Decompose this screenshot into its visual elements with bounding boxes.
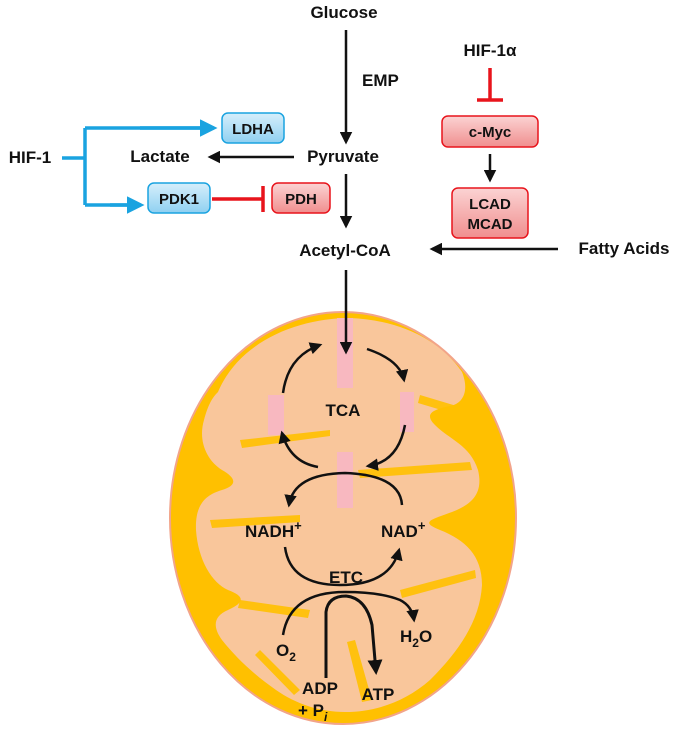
tca-arc-lower-right: [365, 424, 407, 471]
lactate-label: Lactate: [130, 147, 190, 166]
cmyc-box: [441, 115, 539, 148]
hif1-branch-lines: [62, 126, 212, 207]
hif1-label: HIF-1: [9, 148, 52, 167]
pdk1-label: PDK1: [159, 191, 199, 208]
fatty-acids-label: Fatty Acids: [578, 239, 669, 258]
h2o-label: H2O: [400, 627, 432, 650]
glucose-label: Glucose: [310, 3, 377, 22]
tca-right-bar: [400, 392, 414, 432]
crista-6: [347, 640, 372, 702]
nad-label: NAD+: [381, 518, 426, 541]
lcad-label: LCAD: [469, 196, 511, 213]
lcad-mcad-box: [451, 187, 529, 239]
adp-to-atp-arrow: [324, 594, 383, 678]
ldha-box: [221, 112, 285, 144]
o2-to-h2o-arrow: [281, 590, 419, 636]
crista-3: [210, 515, 300, 528]
atp-label: ATP: [362, 685, 395, 704]
acetyl-coa-label: Acetyl-CoA: [299, 241, 391, 260]
o2-label: O2: [276, 641, 296, 664]
nadh-label: NADH+: [245, 518, 302, 541]
nadh-to-nad-arc: [283, 546, 403, 587]
hif1a-label: HIF-1α: [464, 41, 518, 60]
tca-exit-bar: [337, 452, 353, 508]
pyruvate-label: Pyruvate: [307, 147, 379, 166]
ldha-label: LDHA: [232, 121, 274, 138]
crista-4: [400, 570, 476, 598]
crista-7: [255, 650, 300, 695]
crista-2: [358, 462, 472, 478]
pdk1-box: [147, 182, 211, 214]
pdh-label: PDH: [285, 191, 317, 208]
adp-label: ADP: [302, 679, 338, 698]
cmyc-label: c-Myc: [469, 124, 512, 141]
crista-8: [418, 395, 470, 418]
pi-label: + Pi: [298, 701, 328, 724]
pdh-box: [271, 182, 331, 214]
tca-arc-lower-left: [278, 430, 319, 469]
tca-arc-upper-right: [366, 347, 409, 383]
emp-label: EMP: [362, 71, 399, 90]
tca-left-bar: [268, 395, 284, 435]
mcad-label: MCAD: [468, 216, 513, 233]
etc-label: ETC: [329, 568, 363, 587]
tca-label: TCA: [326, 401, 361, 420]
tca-arc-upper-left: [281, 342, 323, 394]
nad-to-nadh-arc: [284, 471, 404, 508]
